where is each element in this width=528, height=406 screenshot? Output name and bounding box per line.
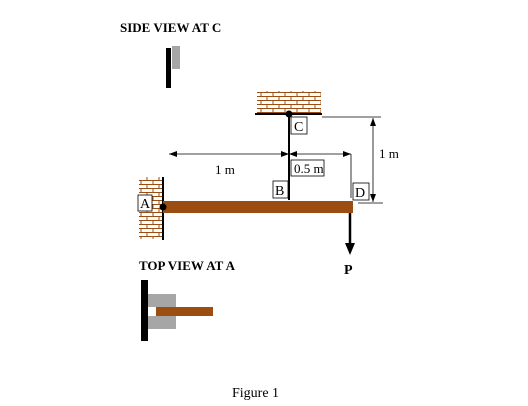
load-arrow-head xyxy=(345,243,355,255)
pin-a xyxy=(159,203,167,211)
dim-bd-box xyxy=(290,159,325,177)
label-a: A xyxy=(140,197,151,212)
dim-label-bd: 0.5 m xyxy=(294,161,324,176)
dim-arrow-d xyxy=(343,151,351,157)
label-d-box xyxy=(352,182,370,201)
top-view-wall xyxy=(141,280,148,341)
side-view-at-c xyxy=(166,46,180,88)
dim-arrow-a xyxy=(169,151,177,157)
ceiling-brick xyxy=(257,91,321,113)
top-view-plate-lower xyxy=(148,316,176,329)
label-b-box xyxy=(272,180,289,199)
label-c: C xyxy=(294,120,303,135)
top-view-title: TOP VIEW AT A xyxy=(139,258,236,273)
dim-arrow-b-right xyxy=(289,151,297,157)
dim-label-cd: 1 m xyxy=(379,146,399,161)
dim-arrow-top xyxy=(370,118,376,126)
side-view-title: SIDE VIEW AT C xyxy=(120,20,221,35)
load-label: P xyxy=(344,263,353,278)
label-a-box xyxy=(137,194,153,212)
side-view-wall xyxy=(166,48,171,88)
horizontal-dimension xyxy=(169,151,352,198)
top-view-plate-upper xyxy=(148,294,176,307)
ceiling-support-c xyxy=(255,91,322,118)
dim-label-ab: 1 m xyxy=(215,162,235,177)
dim-arrow-b-left xyxy=(281,151,289,157)
dim-arrow-bottom xyxy=(370,194,376,202)
load-p xyxy=(345,213,355,255)
side-view-plate xyxy=(172,46,180,69)
beam-ad xyxy=(163,201,353,213)
top-view-beam xyxy=(156,307,213,316)
vertical-dimension xyxy=(322,116,383,204)
top-view-at-a xyxy=(141,280,213,341)
label-c-box xyxy=(290,116,308,135)
label-b: B xyxy=(275,184,284,199)
label-d: D xyxy=(355,186,365,201)
figure-caption: Figure 1 xyxy=(232,386,279,401)
